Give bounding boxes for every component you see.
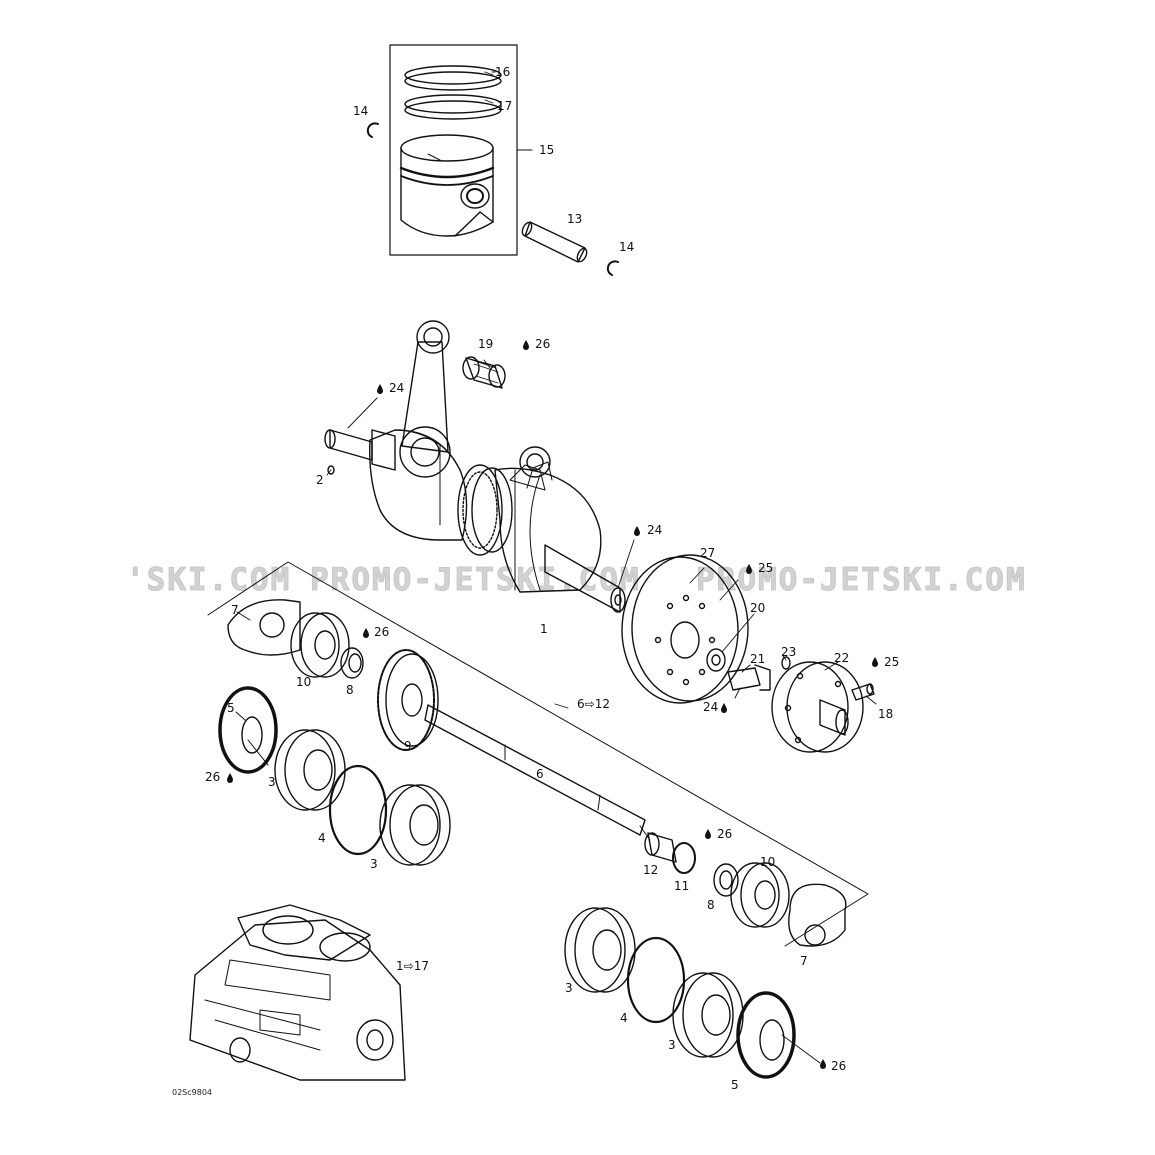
- oil-drop-icon: [820, 1059, 826, 1069]
- needle-bearing-12: [644, 832, 677, 863]
- part-label-27: 27: [700, 546, 716, 560]
- part-label-23: 23: [781, 645, 797, 659]
- washer-20: [706, 648, 726, 672]
- part-label-8: 8: [707, 898, 715, 912]
- coupler-22: [771, 661, 864, 753]
- shaft-assembly-outline: [207, 561, 869, 947]
- oil-drop-icon: [363, 628, 369, 638]
- part-label-25: 25: [758, 561, 774, 575]
- circlips: [366, 122, 619, 276]
- seal-8-left: [340, 647, 364, 679]
- bolt-21: [727, 664, 771, 691]
- part-label-10: 10: [760, 855, 776, 869]
- part-label-9: 9: [404, 739, 412, 753]
- part-label-3: 3: [268, 775, 276, 789]
- leader-lines: [235, 71, 877, 1064]
- o-ring-4-right: [626, 936, 686, 1024]
- part-label-26: 26: [205, 770, 221, 784]
- part-label-24: 24: [647, 523, 663, 537]
- oil-drop-icon: [872, 657, 878, 667]
- drawing-code: 02Sc9804: [172, 1088, 213, 1097]
- oil-drop-icons: [227, 340, 878, 1069]
- part-label-24: 24: [389, 381, 405, 395]
- part-label-4: 4: [318, 831, 326, 845]
- part-label-5: 5: [227, 701, 235, 715]
- piston: [399, 134, 495, 237]
- part-label-22: 22: [834, 651, 850, 665]
- o-ring-4-left: [328, 764, 388, 856]
- part-label-1-range: 1⇨17: [396, 959, 429, 973]
- part-label-26: 26: [535, 337, 551, 351]
- flywheel: [621, 554, 749, 704]
- ball-bearing-3b: [379, 784, 451, 866]
- oil-seal-housing-7-left: [227, 599, 301, 656]
- part-label-10: 10: [296, 675, 312, 689]
- oil-drop-icon: [634, 526, 640, 536]
- piston-pin: [521, 221, 588, 263]
- part-label-16: 16: [495, 65, 511, 79]
- part-label-8: 8: [346, 683, 354, 697]
- oil-drop-icon: [705, 829, 711, 839]
- oil-drop-icon: [377, 384, 383, 394]
- lock-washer-23: [781, 656, 791, 670]
- oil-drop-icon: [746, 564, 752, 574]
- screw-18: [851, 683, 875, 701]
- piston-assembly-box: [389, 44, 533, 256]
- needle-bearing-19: [462, 356, 506, 389]
- ball-bearing-10-right: [730, 862, 790, 928]
- part-label-25: 25: [884, 655, 900, 669]
- part-label-7: 7: [800, 954, 808, 968]
- part-label-6-range: 6⇨12: [577, 697, 610, 711]
- plate-5-left: [218, 686, 278, 774]
- engine-block: [189, 904, 406, 1081]
- part-label-19: 19: [478, 337, 494, 351]
- part-label-3: 3: [370, 857, 378, 871]
- part-label-11: 11: [674, 879, 690, 893]
- plate-5-right: [736, 991, 796, 1079]
- part-label-2: 2: [316, 473, 324, 487]
- part-label-13: 13: [567, 212, 583, 226]
- ball-bearing-3a: [274, 729, 346, 811]
- crankshaft: [324, 320, 626, 613]
- shaft-6: [424, 704, 646, 836]
- part-label-6: 6: [536, 767, 544, 781]
- oil-seal-housing-7-right: [788, 883, 847, 947]
- oil-drop-icon: [523, 340, 529, 350]
- part-label-7: 7: [231, 603, 239, 617]
- ball-bearing-10-left: [290, 612, 350, 678]
- part-label-24: 24: [703, 700, 719, 714]
- part-label-5: 5: [731, 1078, 739, 1092]
- part-label-18: 18: [878, 707, 894, 721]
- part-label-14: 14: [619, 240, 635, 254]
- ball-bearing-3c: [564, 907, 636, 993]
- part-label-21: 21: [750, 652, 766, 666]
- part-label-3: 3: [668, 1038, 676, 1052]
- part-label-3: 3: [565, 981, 573, 995]
- part-label-4: 4: [620, 1011, 628, 1025]
- part-label-12: 12: [643, 863, 659, 877]
- part-label-26: 26: [374, 625, 390, 639]
- part-label-20: 20: [750, 601, 766, 615]
- seal-8-right: [713, 863, 739, 897]
- oil-drop-icon: [227, 773, 233, 783]
- piston-rings: [404, 65, 502, 120]
- part-label-14: 14: [353, 104, 369, 118]
- part-label-26: 26: [831, 1059, 847, 1073]
- part-label-15: 15: [539, 143, 555, 157]
- oil-drop-icon: [721, 703, 727, 713]
- part-label-1: 1: [540, 622, 548, 636]
- part-label-26: 26: [717, 827, 733, 841]
- o-ring-11: [672, 842, 696, 874]
- gear-9: [377, 649, 439, 751]
- part-label-17: 17: [497, 99, 513, 113]
